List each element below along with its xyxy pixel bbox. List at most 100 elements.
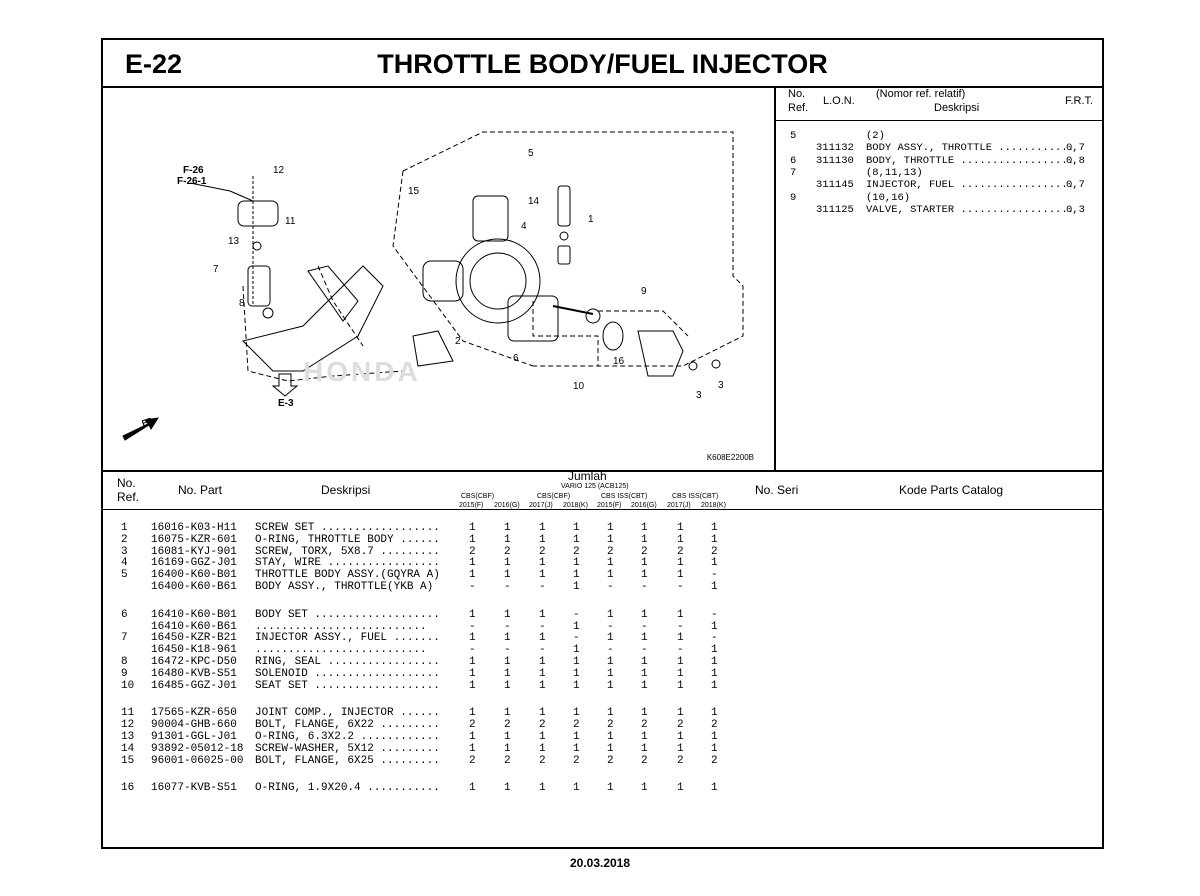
ref-no: 2 bbox=[121, 533, 128, 546]
part-description: BOLT, FLANGE, 6X25 ......... bbox=[255, 754, 440, 767]
labor-frt: 0,7 bbox=[1066, 142, 1085, 155]
quantity: 1 bbox=[573, 667, 580, 680]
quantity: 1 bbox=[711, 679, 718, 692]
quantity: - bbox=[641, 644, 648, 657]
quantity: 1 bbox=[539, 731, 546, 743]
model-year: 2018(K) bbox=[701, 502, 726, 509]
quantity: 1 bbox=[641, 632, 648, 645]
quantity: 1 bbox=[469, 742, 476, 755]
quantity: 2 bbox=[641, 754, 648, 767]
col-frt: F.R.T. bbox=[1065, 95, 1094, 107]
callout-label: 5 bbox=[528, 148, 534, 159]
part-description: .......................... bbox=[255, 644, 427, 657]
quantity: 2 bbox=[573, 754, 580, 767]
quantity: - bbox=[573, 632, 580, 645]
quantity: 1 bbox=[607, 656, 614, 668]
quantity: 1 bbox=[607, 667, 614, 680]
quantity: 1 bbox=[539, 679, 546, 692]
quantity: - bbox=[711, 632, 718, 645]
callout-label: 3 bbox=[718, 380, 724, 391]
quantity: 1 bbox=[677, 522, 684, 534]
quantity: 2 bbox=[539, 754, 546, 767]
ref-no: 13 bbox=[121, 731, 135, 743]
quantity: 1 bbox=[711, 533, 718, 546]
quantity: 1 bbox=[504, 707, 511, 720]
quantity: 1 bbox=[539, 742, 546, 755]
quantity: 2 bbox=[711, 754, 718, 767]
quantity: 1 bbox=[504, 569, 511, 582]
quantity: 1 bbox=[573, 569, 580, 582]
quantity: 1 bbox=[573, 656, 580, 668]
part-description: BOLT, FLANGE, 6X22 ......... bbox=[255, 719, 440, 732]
part-number: 91301-GGL-J01 bbox=[151, 731, 237, 743]
quantity: 2 bbox=[677, 545, 684, 558]
part-number: 16075-KZR-601 bbox=[151, 533, 237, 546]
quantity: 1 bbox=[677, 679, 684, 692]
honda-watermark: HONDA bbox=[303, 356, 421, 387]
quantity: 1 bbox=[641, 608, 648, 621]
model-year: 2015(F) bbox=[597, 502, 622, 509]
quantity: 1 bbox=[607, 742, 614, 755]
th-jumlah: Jumlah bbox=[568, 469, 607, 483]
quantity: 1 bbox=[607, 707, 614, 720]
quantity: 1 bbox=[573, 522, 580, 534]
quantity: 1 bbox=[641, 522, 648, 534]
part-number: 16485-GGZ-J01 bbox=[151, 679, 237, 692]
labor-desc: BODY, THROTTLE .................. bbox=[866, 154, 1074, 167]
quantity: 1 bbox=[504, 557, 511, 570]
part-number: 16169-GGZ-J01 bbox=[151, 557, 237, 570]
part-number: 16081-KYJ-901 bbox=[151, 545, 237, 558]
callout-label: 9 bbox=[641, 286, 647, 297]
part-description: JOINT COMP., INJECTOR ...... bbox=[255, 707, 440, 720]
callout-label: 7 bbox=[213, 264, 219, 275]
callout-label: 1 bbox=[588, 214, 594, 225]
quantity: 1 bbox=[641, 782, 648, 795]
part-description: STAY, WIRE ................. bbox=[255, 557, 440, 570]
quantity: 1 bbox=[573, 581, 580, 593]
quantity: - bbox=[504, 620, 511, 633]
quantity: 1 bbox=[539, 608, 546, 621]
quantity: 1 bbox=[677, 569, 684, 582]
labor-desc: (10,16) bbox=[866, 191, 911, 204]
quantity: 1 bbox=[469, 731, 476, 743]
quantity: 1 bbox=[607, 608, 614, 621]
quantity: 1 bbox=[469, 522, 476, 534]
page-title: THROTTLE BODY/FUEL INJECTOR bbox=[377, 49, 828, 79]
quantity: 1 bbox=[539, 569, 546, 582]
col-no: No. bbox=[788, 88, 806, 100]
quantity: 1 bbox=[711, 581, 718, 593]
quantity: 2 bbox=[677, 754, 684, 767]
quantity: 1 bbox=[677, 608, 684, 621]
quantity: 2 bbox=[607, 545, 614, 558]
quantity: - bbox=[573, 608, 580, 621]
labor-ref: 5 bbox=[790, 130, 797, 142]
quantity: 2 bbox=[641, 545, 648, 558]
part-number: 16077-KVB-S51 bbox=[151, 782, 237, 795]
quantity: 1 bbox=[469, 667, 476, 680]
fr-label: FR. bbox=[141, 415, 156, 428]
callout-label: 13 bbox=[228, 236, 240, 247]
quantity: 1 bbox=[711, 620, 718, 633]
callout-label: 14 bbox=[528, 196, 540, 207]
labor-time-header: No. Ref. L.O.N. (Nomor ref. relatif) Des… bbox=[776, 86, 1102, 121]
quantity: 1 bbox=[573, 620, 580, 633]
quantity: 1 bbox=[677, 632, 684, 645]
quantity: 1 bbox=[504, 656, 511, 668]
quantity: 1 bbox=[607, 632, 614, 645]
quantity: - bbox=[677, 644, 684, 657]
quantity: 2 bbox=[504, 719, 511, 732]
quantity: 2 bbox=[539, 545, 546, 558]
callout-label: 15 bbox=[408, 186, 420, 197]
part-number: 16480-KVB-S51 bbox=[151, 667, 237, 680]
quantity: 1 bbox=[607, 782, 614, 795]
quantity: 1 bbox=[711, 667, 718, 680]
part-description: SCREW-WASHER, 5X12 ......... bbox=[255, 742, 440, 755]
quantity: 2 bbox=[504, 754, 511, 767]
quantity: 1 bbox=[539, 707, 546, 720]
quantity: 1 bbox=[641, 742, 648, 755]
quantity: - bbox=[607, 581, 614, 593]
quantity: 2 bbox=[469, 545, 476, 558]
model-year: 2017(J) bbox=[529, 502, 553, 509]
part-description: SCREW, TORX, 5X8.7 ......... bbox=[255, 545, 440, 558]
labor-desc: BODY ASSY., THROTTLE ............ bbox=[866, 142, 1074, 155]
